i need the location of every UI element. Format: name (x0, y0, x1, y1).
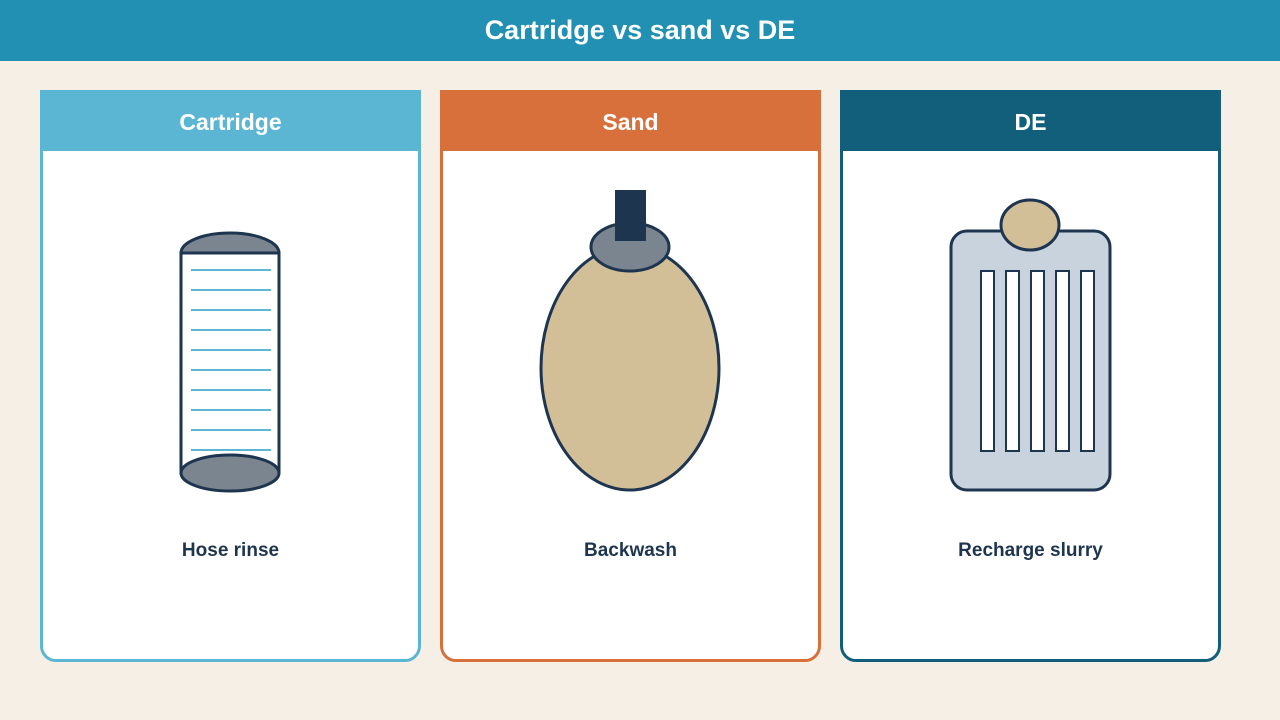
cartridge-filter-icon (179, 231, 281, 493)
card-header-de: DE (843, 93, 1218, 151)
card-caption-de: Recharge slurry (958, 540, 1103, 561)
card-header-sand: Sand (443, 93, 818, 151)
de-grid-element (1005, 270, 1020, 452)
card-caption-sand: Backwash (584, 540, 677, 561)
de-filter-grids (980, 270, 1095, 452)
sand-filter-tank-icon (539, 190, 721, 492)
cartridge-bottom-cap (179, 453, 281, 493)
cartridge-body (179, 251, 281, 475)
cartridge-top-cap (179, 231, 281, 255)
de-filter-lid (999, 198, 1061, 252)
sand-valve-pipe (615, 190, 646, 241)
card-caption-cartridge: Hose rinse (181, 540, 280, 561)
de-grid-element (1055, 270, 1070, 452)
cartridge-pleats (191, 269, 271, 451)
card-sand: Sand Backwash (440, 90, 821, 662)
de-filter-grid-icon (949, 198, 1112, 492)
de-grid-element (1030, 270, 1045, 452)
card-header-cartridge: Cartridge (43, 93, 418, 151)
card-de: DE Recharge slurry (840, 90, 1221, 662)
card-cartridge: Cartridge Hose rinse (40, 90, 421, 662)
page-title: Cartridge vs sand vs DE (0, 0, 1280, 61)
de-grid-element (1080, 270, 1095, 452)
sand-tank-body (539, 244, 721, 492)
de-grid-element (980, 270, 995, 452)
